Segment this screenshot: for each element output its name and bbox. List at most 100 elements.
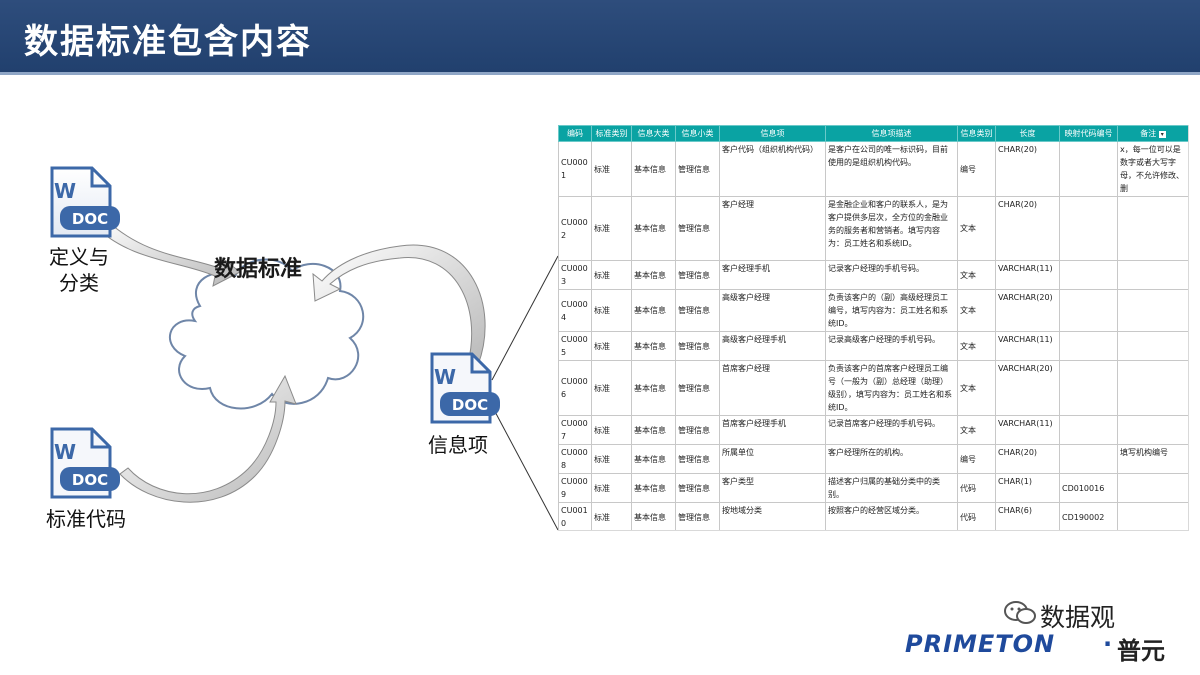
- table-cell[interactable]: 客户经理: [719, 196, 826, 261]
- table-cell[interactable]: 代码: [957, 473, 996, 503]
- table-cell[interactable]: [1059, 260, 1118, 290]
- column-header[interactable]: 编码: [558, 125, 592, 142]
- table-cell[interactable]: 标准: [591, 196, 632, 261]
- table-cell[interactable]: 文本: [957, 196, 996, 261]
- table-cell[interactable]: 文本: [957, 415, 996, 445]
- column-header[interactable]: 标准类别: [591, 125, 632, 142]
- table-cell[interactable]: 文本: [957, 331, 996, 361]
- table-cell[interactable]: 编号: [957, 141, 996, 197]
- table-cell[interactable]: 管理信息: [675, 360, 720, 416]
- table-cell[interactable]: 管理信息: [675, 141, 720, 197]
- table-cell[interactable]: 客户代码（组织机构代码）: [719, 141, 826, 197]
- table-cell[interactable]: 文本: [957, 289, 996, 332]
- table-cell[interactable]: 基本信息: [631, 196, 676, 261]
- table-cell[interactable]: 按地域分类: [719, 502, 826, 530]
- table-cell[interactable]: 管理信息: [675, 289, 720, 332]
- table-cell[interactable]: CHAR(6): [995, 502, 1060, 530]
- table-cell[interactable]: 基本信息: [631, 444, 676, 474]
- column-header[interactable]: 信息大类: [631, 125, 676, 142]
- table-cell[interactable]: CU0007: [558, 415, 592, 445]
- table-cell[interactable]: 文本: [957, 260, 996, 290]
- table-cell[interactable]: 标准: [591, 360, 632, 416]
- table-cell[interactable]: CU0001: [558, 141, 592, 197]
- table-cell[interactable]: [1059, 360, 1118, 416]
- table-cell[interactable]: 标准: [591, 260, 632, 290]
- table-cell[interactable]: 基本信息: [631, 260, 676, 290]
- table-cell[interactable]: [1117, 289, 1188, 332]
- column-header[interactable]: 信息类别: [957, 125, 996, 142]
- table-cell[interactable]: 客户经理所在的机构。: [825, 444, 958, 474]
- table-cell[interactable]: CU0002: [558, 196, 592, 261]
- table-cell[interactable]: 是金融企业和客户的联系人，是为客户提供多层次，全方位的金融业务的服务者和营销者。…: [825, 196, 958, 261]
- table-cell[interactable]: 标准: [591, 502, 632, 530]
- table-cell[interactable]: 客户类型: [719, 473, 826, 503]
- table-cell[interactable]: 管理信息: [675, 260, 720, 290]
- filter-dropdown-icon[interactable]: ▾: [1158, 131, 1166, 138]
- table-cell[interactable]: [1059, 289, 1118, 332]
- table-cell[interactable]: 基本信息: [631, 289, 676, 332]
- table-cell[interactable]: CHAR(20): [995, 141, 1060, 197]
- table-cell[interactable]: 标准: [591, 444, 632, 474]
- table-cell[interactable]: [1117, 260, 1188, 290]
- table-cell[interactable]: VARCHAR(11): [995, 415, 1060, 445]
- table-cell[interactable]: 高级客户经理手机: [719, 331, 826, 361]
- table-cell[interactable]: 负责该客户的（副）高级经理员工编号，填写内容为：员工姓名和系统ID。: [825, 289, 958, 332]
- table-cell[interactable]: 代码: [957, 502, 996, 530]
- table-cell[interactable]: 管理信息: [675, 444, 720, 474]
- table-cell[interactable]: [1059, 444, 1118, 474]
- table-cell[interactable]: CHAR(20): [995, 444, 1060, 474]
- table-cell[interactable]: [1117, 196, 1188, 261]
- table-cell[interactable]: 填写机构编号: [1117, 444, 1188, 474]
- table-cell[interactable]: 基本信息: [631, 360, 676, 416]
- table-cell[interactable]: 高级客户经理: [719, 289, 826, 332]
- table-cell[interactable]: CU0010: [558, 502, 592, 530]
- table-cell[interactable]: 负责该客户的首席客户经理员工编号（一般为（副）总经理（助理）级别），填写内容为：…: [825, 360, 958, 416]
- table-cell[interactable]: 标准: [591, 141, 632, 197]
- table-cell[interactable]: CHAR(20): [995, 196, 1060, 261]
- table-cell[interactable]: [1117, 331, 1188, 361]
- table-cell[interactable]: 按照客户的经营区域分类。: [825, 502, 958, 530]
- table-cell[interactable]: 编号: [957, 444, 996, 474]
- table-cell[interactable]: 基本信息: [631, 502, 676, 530]
- table-cell[interactable]: [1117, 415, 1188, 445]
- table-cell[interactable]: [1117, 360, 1188, 416]
- table-cell[interactable]: 是客户在公司的唯一标识码，目前使用的是组织机构代码。: [825, 141, 958, 197]
- table-cell[interactable]: 客户经理手机: [719, 260, 826, 290]
- table-cell[interactable]: VARCHAR(20): [995, 289, 1060, 332]
- table-cell[interactable]: 记录首席客户经理的手机号码。: [825, 415, 958, 445]
- table-cell[interactable]: 标准: [591, 415, 632, 445]
- column-header[interactable]: 信息小类: [675, 125, 720, 142]
- table-cell[interactable]: 基本信息: [631, 141, 676, 197]
- table-cell[interactable]: 文本: [957, 360, 996, 416]
- table-cell[interactable]: CD190002: [1059, 502, 1118, 530]
- table-cell[interactable]: [1059, 141, 1118, 197]
- table-cell[interactable]: VARCHAR(20): [995, 360, 1060, 416]
- table-cell[interactable]: CU0004: [558, 289, 592, 332]
- table-cell[interactable]: VARCHAR(11): [995, 260, 1060, 290]
- column-header[interactable]: 映射代码编号: [1059, 125, 1118, 142]
- table-cell[interactable]: 标准: [591, 289, 632, 332]
- table-cell[interactable]: 记录高级客户经理的手机号码。: [825, 331, 958, 361]
- table-cell[interactable]: CHAR(1): [995, 473, 1060, 503]
- column-header[interactable]: 信息项: [719, 125, 826, 142]
- table-cell[interactable]: 记录客户经理的手机号码。: [825, 260, 958, 290]
- table-cell[interactable]: CD010016: [1059, 473, 1118, 503]
- column-header[interactable]: 长度: [995, 125, 1060, 142]
- table-cell[interactable]: [1059, 331, 1118, 361]
- table-cell[interactable]: x，每一位可以是数字或者大写字母，不允许修改、删: [1117, 141, 1188, 197]
- table-cell[interactable]: 基本信息: [631, 473, 676, 503]
- column-header[interactable]: 信息项描述: [825, 125, 958, 142]
- table-cell[interactable]: 首席客户经理手机: [719, 415, 826, 445]
- table-cell[interactable]: [1059, 415, 1118, 445]
- table-cell[interactable]: 描述客户归属的基础分类中的类别。: [825, 473, 958, 503]
- table-cell[interactable]: [1059, 196, 1118, 261]
- column-header[interactable]: 备注 ▾: [1117, 125, 1188, 142]
- table-cell[interactable]: CU0005: [558, 331, 592, 361]
- table-cell[interactable]: 管理信息: [675, 196, 720, 261]
- table-cell[interactable]: CU0009: [558, 473, 592, 503]
- table-cell[interactable]: [1117, 473, 1188, 503]
- table-cell[interactable]: 基本信息: [631, 331, 676, 361]
- table-cell[interactable]: 基本信息: [631, 415, 676, 445]
- table-cell[interactable]: 管理信息: [675, 473, 720, 503]
- table-cell[interactable]: 管理信息: [675, 415, 720, 445]
